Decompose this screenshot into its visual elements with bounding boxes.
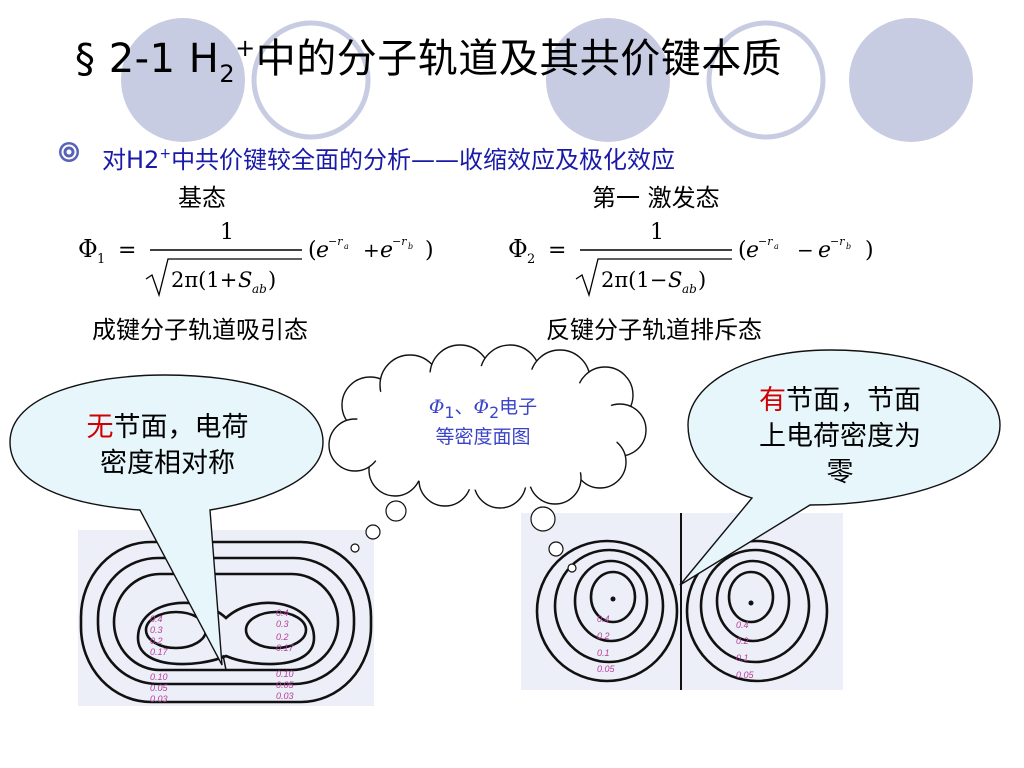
contour-label: 0.05 [150, 683, 169, 693]
formula-lhs-sub: 2 [527, 252, 535, 267]
contour-label: 0.05 [597, 664, 616, 674]
formula-exp-sub: a [774, 242, 779, 251]
formula-e: e [380, 238, 393, 263]
formula-numerator: 1 [220, 220, 234, 245]
excited-state-label: 第一 激发态 [592, 184, 720, 212]
formula-lhs-sub: 1 [97, 252, 105, 267]
contour-label: 0.03 [276, 691, 294, 701]
formula-e: e [746, 238, 759, 263]
formula-denominator: 2π(1+ [171, 268, 237, 292]
deco-circle [121, 18, 245, 142]
contour-label: 0.05 [736, 670, 755, 680]
formula-S: S [238, 268, 252, 292]
contour-label: 0.17 [150, 647, 169, 657]
left-callout-text: 无节面，电荷 密度相对称 [86, 412, 249, 479]
deco-circle [546, 18, 670, 142]
formula-op: − [797, 238, 814, 262]
contour-label: 0.2 [736, 636, 749, 646]
thought-bubble-dot [350, 543, 360, 553]
contour-label: 0.4 [597, 614, 610, 624]
contour-label: 0.1 [736, 653, 749, 663]
contour-label: 0.4 [276, 608, 289, 618]
formula-equals: = [548, 238, 566, 263]
antibonding-orbital-label: 反键分子轨道排斥态 [546, 316, 762, 344]
formula-e: e [316, 238, 329, 263]
formula-denominator: 2π(1− [601, 268, 667, 292]
thought-bubble-dot [548, 541, 564, 557]
formula-den-close: ) [268, 268, 276, 292]
contour-label: 0.2 [150, 636, 163, 646]
contour-label: 0.05 [276, 680, 295, 690]
deco-circle [706, 20, 826, 140]
thought-bubble-dot [365, 524, 381, 540]
sqrt-sign [145, 258, 302, 298]
formula-exp: −r [758, 235, 773, 248]
formula-paren-close: ) [425, 238, 434, 263]
bullet-text: 对H2+中共价键较全面的分析——收缩效应及极化效应 [102, 146, 676, 174]
slide-title: § 2-1 H2+中的分子轨道及其共价键本质 [75, 34, 783, 88]
contour-label: 0.10 [276, 669, 294, 679]
contour-label: 0.10 [150, 672, 168, 682]
formula-numerator: 1 [650, 220, 664, 245]
thought-bubble-dot [530, 506, 556, 532]
contour-label: 0.03 [150, 694, 168, 704]
contour-label: 0.2 [597, 631, 610, 641]
contour-label: 0.4 [150, 614, 163, 624]
contour-label: 0.4 [736, 620, 749, 630]
formula-paren-close: ) [865, 238, 874, 263]
thought-bubble-dot [385, 500, 407, 522]
formula-exp: −r [392, 235, 407, 248]
contour-label: 0.1 [597, 648, 610, 658]
formula-lhs: Φ [78, 235, 98, 263]
formula-paren-open: ( [738, 238, 747, 263]
bonding-contour-plot: 0.4 0.3 0.2 0.17 0.10 0.05 0.03 0.4 0.3 … [78, 530, 374, 706]
cloud-text: Φ1、Φ2电子 等密度面图 [428, 396, 538, 448]
bonding-orbital-label: 成键分子轨道吸引态 [92, 316, 308, 344]
formula-equals: = [118, 238, 136, 263]
formula-exp: −r [328, 235, 343, 248]
formula-S-sub: ab [682, 282, 697, 296]
contour-label: 0.17 [276, 643, 295, 653]
contour-label: 0.3 [150, 625, 163, 635]
thought-bubble-dot [567, 563, 577, 573]
formula-S: S [668, 268, 682, 292]
deco-circle [251, 20, 371, 140]
formula-lhs: Φ [508, 235, 528, 263]
right-callout-text: 有节面，节面 上电荷密度为 零 [759, 385, 921, 488]
antibonding-contour-plot: 0.4 0.2 0.1 0.05 0.4 0.2 0.1 0.05 [521, 513, 843, 690]
formula-e: e [818, 238, 831, 263]
spiral-bullet-icon [59, 142, 79, 162]
formula-op: + [363, 238, 380, 262]
contour-label: 0.3 [276, 619, 289, 629]
formula-phi2: Φ 2 = 1 2π(1− S ab ) ( e −r a − e −r b ) [508, 220, 874, 298]
ground-state-label: 基态 [178, 184, 226, 212]
formula-exp-sub: b [846, 242, 851, 251]
formula-exp: −r [830, 235, 845, 248]
formula-den-close: ) [698, 268, 706, 292]
formula-phi1: Φ 1 = 1 2π(1+ S ab ) ( e −r a + e −r b ) [78, 220, 434, 298]
sqrt-sign [575, 258, 732, 298]
formula-exp-sub: a [344, 242, 349, 251]
formula-exp-sub: b [408, 242, 413, 251]
formula-S-sub: ab [252, 282, 267, 296]
formula-paren-open: ( [308, 238, 317, 263]
contour-label: 0.2 [276, 632, 289, 642]
deco-circle [849, 18, 973, 142]
